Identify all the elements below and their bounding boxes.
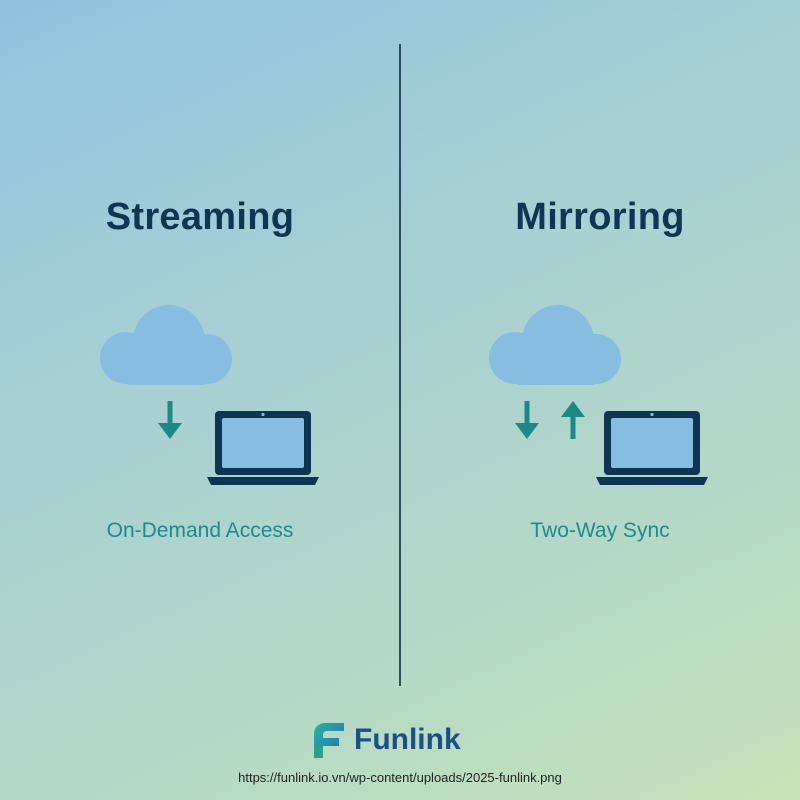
funlink-logo-icon [314,723,344,758]
laptop-icon [596,411,708,485]
laptop-icon [207,411,319,485]
streaming-title: Streaming [105,196,295,238]
arrow-down-icon [158,401,182,439]
brand-name: Funlink [354,723,461,756]
cloud-icon [100,305,232,385]
source-url: https://funlink.io.vn/wp-content/uploads… [238,770,562,785]
center-divider [399,44,401,686]
brand-footer: Funlink [308,718,461,762]
arrow-up-icon [561,401,585,439]
arrow-down-icon [515,401,539,439]
mirroring-caption: Two-Way Sync [530,519,670,542]
mirroring-title: Mirroring [515,196,685,238]
cloud-icon [489,305,621,385]
streaming-caption: On-Demand Access [106,519,294,542]
